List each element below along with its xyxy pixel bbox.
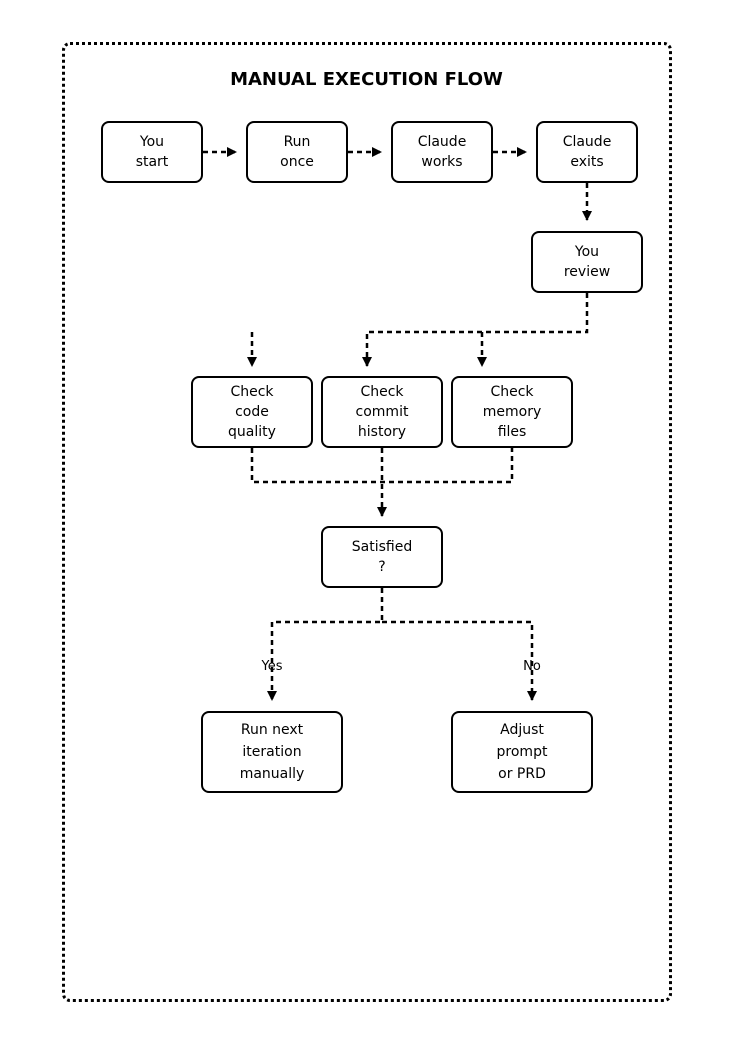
diagram-frame [62, 42, 672, 1002]
edge-review-split [362, 293, 589, 367]
edge-checks-merge [250, 448, 514, 484]
edge-label-yes: Yes [261, 659, 283, 674]
edge-label-no: No [523, 659, 541, 674]
edge-satisfied-split [267, 588, 384, 701]
diagram-title: MANUAL EXECUTION FLOW [230, 69, 503, 90]
node-satisfied: Satisfied? [321, 526, 443, 588]
edge-satisfied-to-no [382, 620, 537, 701]
